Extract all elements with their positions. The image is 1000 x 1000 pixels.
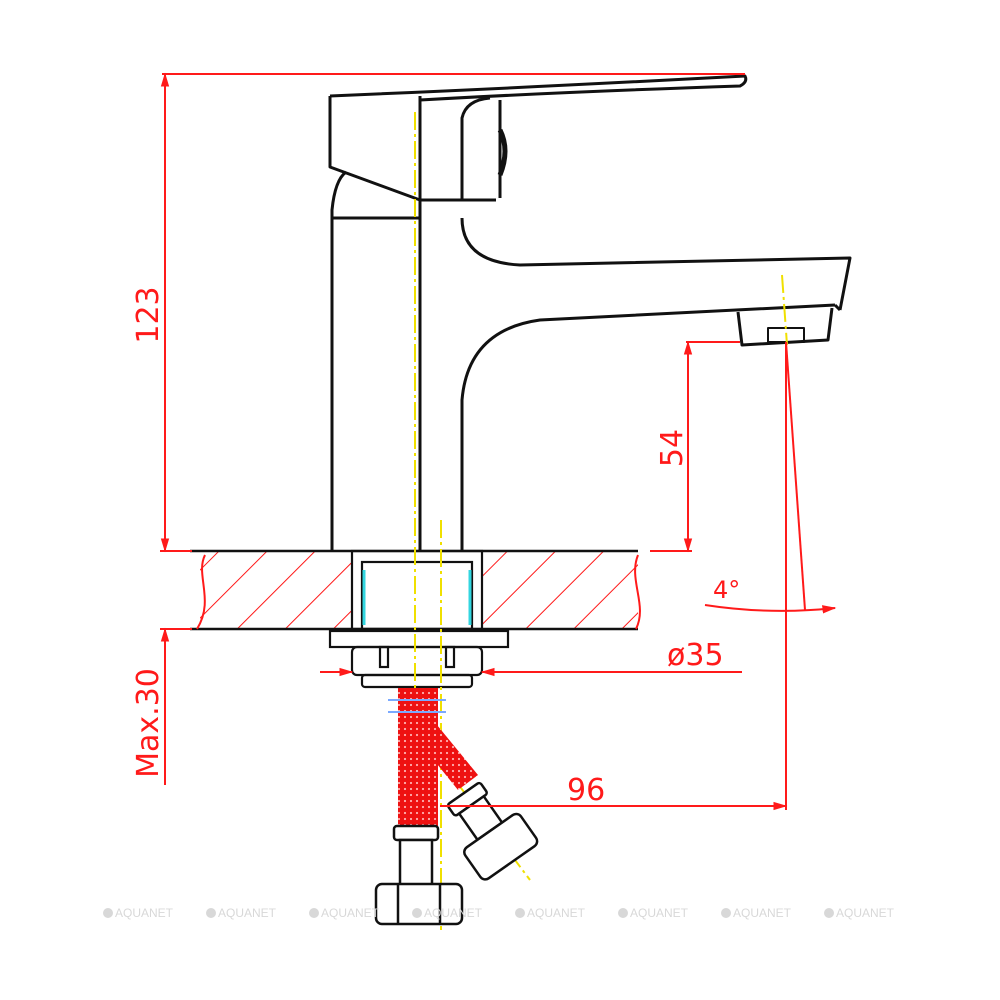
dim-total-height: 123 — [131, 286, 166, 343]
mounting-shank — [328, 549, 510, 689]
dim-spout-reach: 96 — [567, 773, 605, 808]
dim-spout-height: 54 — [655, 429, 690, 467]
faucet-body — [328, 74, 852, 551]
watermark: AQUANET — [733, 906, 792, 920]
dim-counter-thickness: Max.30 — [131, 668, 166, 778]
watermark: AQUANET — [527, 906, 586, 920]
watermark: AQUANET — [424, 906, 483, 920]
watermark: AQUANET — [836, 906, 895, 920]
dimension-lines — [160, 72, 837, 811]
watermark: AQUANET — [321, 906, 380, 920]
watermark-row: AQUANET AQUANET AQUANET AQUANET AQUANET … — [103, 906, 895, 920]
watermark: AQUANET — [630, 906, 689, 920]
countertop-section — [190, 549, 641, 631]
watermark: AQUANET — [218, 906, 277, 920]
supply-hoses — [374, 688, 539, 926]
dim-angle: 4° — [713, 576, 740, 604]
dim-base-diameter: ø35 — [667, 638, 724, 673]
watermark: AQUANET — [115, 906, 174, 920]
